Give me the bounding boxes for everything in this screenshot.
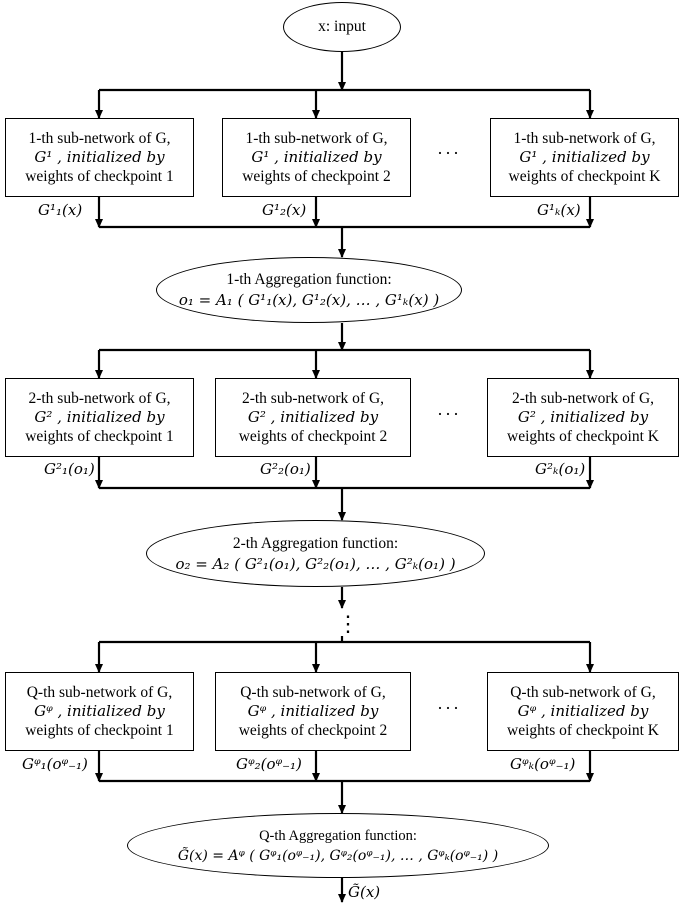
box-line3: weights of checkpoint 2 bbox=[238, 722, 388, 739]
box-line1: 2-th sub-network of G, bbox=[511, 390, 655, 407]
box-line3: weights of checkpoint K bbox=[507, 722, 659, 739]
stage1-output-label-2: G¹₂(x) bbox=[262, 201, 307, 219]
stageq-subnetwork-box-2: Q-th sub-network of G, Gᵠ , initialized … bbox=[215, 672, 411, 751]
input-node: x: input bbox=[283, 2, 401, 52]
aggregation-node-1: 1-th Aggregation function: o₁ = A₁ ( G¹₁… bbox=[156, 257, 462, 323]
box-line1: Q-th sub-network of G, bbox=[240, 684, 386, 701]
box-line1: 1-th sub-network of G, bbox=[513, 130, 656, 147]
stage1-subnetwork-box-1: 1-th sub-network of G, G¹ , initialized … bbox=[5, 118, 194, 197]
box-line2: Gᵠ , initialized by bbox=[34, 702, 165, 720]
stageq-subnetwork-box-1: Q-th sub-network of G, Gᵠ , initialized … bbox=[5, 672, 194, 751]
box-line1: Q-th sub-network of G, bbox=[510, 684, 656, 701]
stageq-ellipsis: ··· bbox=[437, 698, 461, 718]
box-line3: weights of checkpoint 1 bbox=[25, 428, 174, 445]
stage2-ellipsis: ··· bbox=[437, 404, 461, 424]
aggregation-node-q: Q-th Aggregation function: G̃(x) = Aᵠ ( … bbox=[127, 813, 549, 878]
aggregation-title: 1-th Aggregation function: bbox=[226, 271, 392, 288]
aggregation-formula: o₁ = A₁ ( G¹₁(x), G¹₂(x), … , G¹ₖ(x) ) bbox=[178, 291, 440, 309]
aggregation-node-2: 2-th Aggregation function: o₂ = A₂ ( G²₁… bbox=[146, 520, 485, 587]
box-line1: 2-th sub-network of G, bbox=[28, 390, 171, 407]
stageq-output-label-k: Gᵠₖ(oᵠ₋₁) bbox=[510, 755, 576, 773]
aggregation-title: 2-th Aggregation function: bbox=[232, 534, 399, 552]
box-line1: 1-th sub-network of G, bbox=[28, 130, 171, 147]
input-node-label: x: input bbox=[318, 18, 366, 35]
stage1-output-label-k: G¹ₖ(x) bbox=[537, 201, 581, 219]
box-line3: weights of checkpoint 1 bbox=[25, 722, 174, 739]
box-line2: G¹ , initialized by bbox=[34, 148, 165, 166]
box-line3: weights of checkpoint 2 bbox=[238, 428, 388, 445]
stage2-subnetwork-box-1: 2-th sub-network of G, G² , initialized … bbox=[5, 378, 194, 457]
vertical-ellipsis: ⋮ bbox=[337, 611, 359, 636]
final-output-label: G̃(x) bbox=[348, 883, 381, 901]
stageq-output-label-1: Gᵠ₁(oᵠ₋₁) bbox=[22, 755, 88, 773]
stage1-ellipsis: ··· bbox=[437, 143, 461, 163]
aggregation-formula: o₂ = A₂ ( G²₁(o₁), G²₂(o₁), … , G²ₖ(o₁) … bbox=[175, 554, 456, 573]
stage1-subnetwork-box-2: 1-th sub-network of G, G¹ , initialized … bbox=[222, 118, 411, 197]
box-line2: Gᵠ , initialized by bbox=[247, 702, 379, 720]
box-line2: G² , initialized by bbox=[517, 408, 649, 426]
stage2-output-label-k: G²ₖ(o₁) bbox=[535, 460, 586, 478]
box-line1: Q-th sub-network of G, bbox=[26, 684, 173, 701]
box-line1: 2-th sub-network of G, bbox=[241, 390, 385, 407]
stage1-subnetwork-box-k: 1-th sub-network of G, G¹ , initialized … bbox=[490, 118, 679, 197]
box-line2: G¹ , initialized by bbox=[519, 148, 650, 166]
aggregation-title: Q-th Aggregation function: bbox=[259, 827, 417, 844]
box-line3: weights of checkpoint K bbox=[508, 168, 661, 185]
box-line2: G² , initialized by bbox=[247, 408, 379, 426]
stage1-output-label-1: G¹₁(x) bbox=[38, 201, 83, 219]
box-line3: weights of checkpoint 1 bbox=[25, 168, 174, 185]
box-line3: weights of checkpoint K bbox=[507, 428, 659, 445]
box-line2: G² , initialized by bbox=[34, 408, 165, 426]
box-line3: weights of checkpoint 2 bbox=[242, 168, 391, 185]
stage2-output-label-2: G²₂(o₁) bbox=[260, 460, 311, 478]
stageq-subnetwork-box-k: Q-th sub-network of G, Gᵠ , initialized … bbox=[487, 672, 679, 751]
box-line2: G¹ , initialized by bbox=[251, 148, 382, 166]
stage2-output-label-1: G²₁(o₁) bbox=[44, 460, 95, 478]
box-line2: Gᵠ , initialized by bbox=[517, 702, 649, 720]
aggregation-formula: G̃(x) = Aᵠ ( Gᵠ₁(oᵠ₋₁), Gᵠ₂(oᵠ₋₁), … , G… bbox=[177, 847, 499, 864]
box-line1: 1-th sub-network of G, bbox=[245, 130, 388, 147]
stage2-subnetwork-box-2: 2-th sub-network of G, G² , initialized … bbox=[215, 378, 411, 457]
stageq-output-label-2: Gᵠ₂(oᵠ₋₁) bbox=[236, 755, 302, 773]
stage2-subnetwork-box-k: 2-th sub-network of G, G² , initialized … bbox=[487, 378, 679, 457]
